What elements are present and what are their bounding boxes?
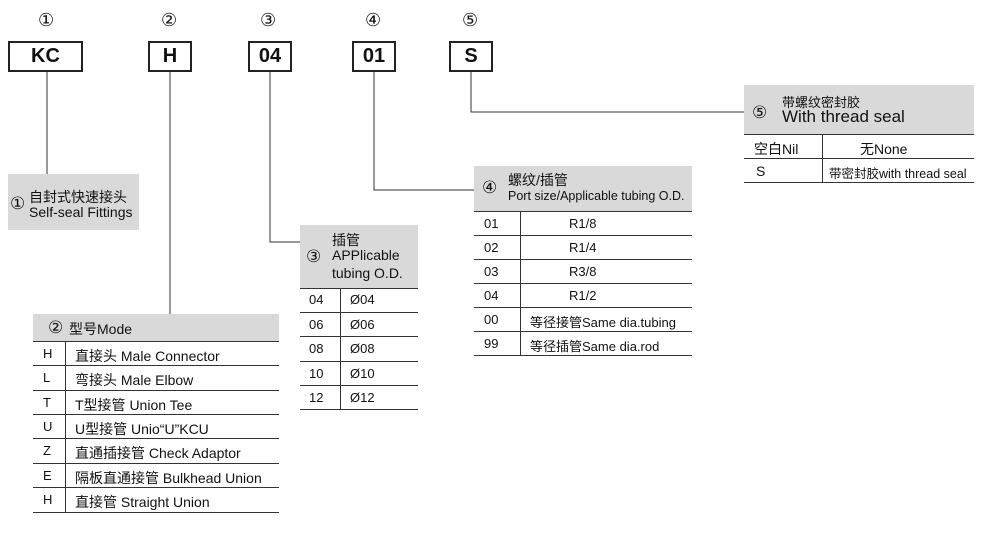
seal-row-value: 无None bbox=[860, 141, 908, 157]
tubing-label-cn: 插管 bbox=[332, 232, 360, 248]
position-number-5: ⑤ bbox=[462, 10, 479, 30]
seal-label-cn: 带螺纹密封胶 bbox=[782, 95, 861, 110]
port-row-code: 02 bbox=[484, 240, 499, 255]
port-label-cn: 螺纹/插管 bbox=[508, 172, 568, 188]
tubing-row-value: Ø10 bbox=[350, 366, 375, 381]
tubing-label-en-2: tubing O.D. bbox=[332, 265, 403, 281]
port-row-value: 等径插管Same dia.rod bbox=[530, 339, 660, 354]
seal-circle-number: ⑤ bbox=[752, 103, 768, 122]
series-label-en: Self-seal Fittings bbox=[29, 204, 133, 220]
model-row-code: L bbox=[43, 370, 51, 385]
port-row-value: R3/8 bbox=[569, 264, 597, 279]
connector-4 bbox=[373, 70, 474, 191]
model-row-desc: 直通插接管 Check Adaptor bbox=[75, 445, 241, 461]
tubing-circle-number: ③ bbox=[306, 247, 322, 266]
tubing-row-code: 10 bbox=[309, 366, 324, 381]
model-row-code: E bbox=[43, 468, 52, 483]
port-row-code: 99 bbox=[484, 336, 499, 351]
model-row-code: T bbox=[43, 395, 51, 410]
series-circle-number: ① bbox=[10, 194, 26, 213]
seal-label-en: With thread seal bbox=[782, 107, 905, 126]
position-number-3: ③ bbox=[260, 10, 277, 30]
position-number-2: ② bbox=[161, 10, 178, 30]
tubing-row-value: Ø04 bbox=[350, 292, 375, 307]
code-box-port: 01 bbox=[352, 41, 396, 72]
tubing-table-header: ③ 插管 APPlicable tubing O.D. bbox=[300, 225, 418, 288]
port-row-value: R1/2 bbox=[569, 288, 597, 303]
model-row-code: Z bbox=[43, 443, 51, 458]
tubing-label-en-1: APPlicable bbox=[332, 247, 400, 263]
tubing-row-value: Ø08 bbox=[350, 341, 375, 356]
tubing-row-code: 08 bbox=[309, 341, 324, 356]
tubing-row-code: 12 bbox=[309, 390, 324, 405]
model-row-code: H bbox=[43, 492, 53, 507]
tubing-table-divider bbox=[340, 288, 341, 410]
model-circle-number: ② bbox=[48, 318, 64, 337]
port-row-code: 01 bbox=[484, 216, 499, 231]
code-box-tubing: 04 bbox=[248, 41, 292, 72]
model-header-label: 型号Mode bbox=[69, 321, 133, 337]
connector-5 bbox=[470, 70, 744, 113]
seal-row-code: S bbox=[756, 163, 766, 179]
tubing-row-code: 04 bbox=[309, 292, 324, 307]
position-number-4: ④ bbox=[365, 10, 382, 30]
seal-table-header: ⑤ 带螺纹密封胶 With thread seal bbox=[744, 85, 974, 134]
tubing-row-code: 06 bbox=[309, 317, 324, 332]
port-circle-number: ④ bbox=[482, 178, 498, 197]
model-row-desc: U型接管 Unio“U”KCU bbox=[75, 421, 209, 437]
series-label-cn: 自封式快速接头 bbox=[29, 189, 127, 205]
seal-row-code: 空白Nil bbox=[754, 141, 799, 157]
port-label-en: Port size/Applicable tubing O.D. bbox=[508, 189, 685, 203]
seal-row-value: 带密封胶with thread seal bbox=[829, 167, 967, 181]
model-table-header: ② 型号Mode bbox=[33, 314, 279, 341]
position-number-1: ① bbox=[38, 10, 55, 30]
port-row-value: R1/8 bbox=[569, 216, 597, 231]
model-row-code: U bbox=[43, 419, 53, 434]
model-row-desc: 直接管 Straight Union bbox=[75, 494, 210, 510]
port-row-value: 等径接管Same dia.tubing bbox=[530, 315, 676, 330]
model-row-code: H bbox=[43, 346, 53, 361]
port-table-header: ④ 螺纹/插管 Port size/Applicable tubing O.D. bbox=[474, 166, 692, 211]
tubing-row-value: Ø12 bbox=[350, 390, 375, 405]
code-box-series: KC bbox=[8, 41, 83, 72]
port-row-code: 00 bbox=[484, 312, 499, 327]
model-row-desc: 隔板直通接管 Bulkhead Union bbox=[75, 470, 262, 486]
model-row-desc: T型接管 Union Tee bbox=[75, 397, 193, 413]
port-row-code: 03 bbox=[484, 264, 499, 279]
code-box-model: H bbox=[148, 41, 192, 72]
tubing-row-value: Ø06 bbox=[350, 317, 375, 332]
model-row-desc: 直接头 Male Connector bbox=[75, 348, 220, 364]
code-box-seal: S bbox=[449, 41, 493, 72]
port-row-code: 04 bbox=[484, 288, 499, 303]
connector-3 bbox=[269, 70, 300, 243]
port-row-value: R1/4 bbox=[569, 240, 597, 255]
model-row-desc: 弯接头 Male Elbow bbox=[75, 372, 194, 388]
model-table-divider bbox=[65, 341, 66, 513]
series-description-box: ① 自封式快速接头 Self-seal Fittings bbox=[8, 174, 139, 230]
